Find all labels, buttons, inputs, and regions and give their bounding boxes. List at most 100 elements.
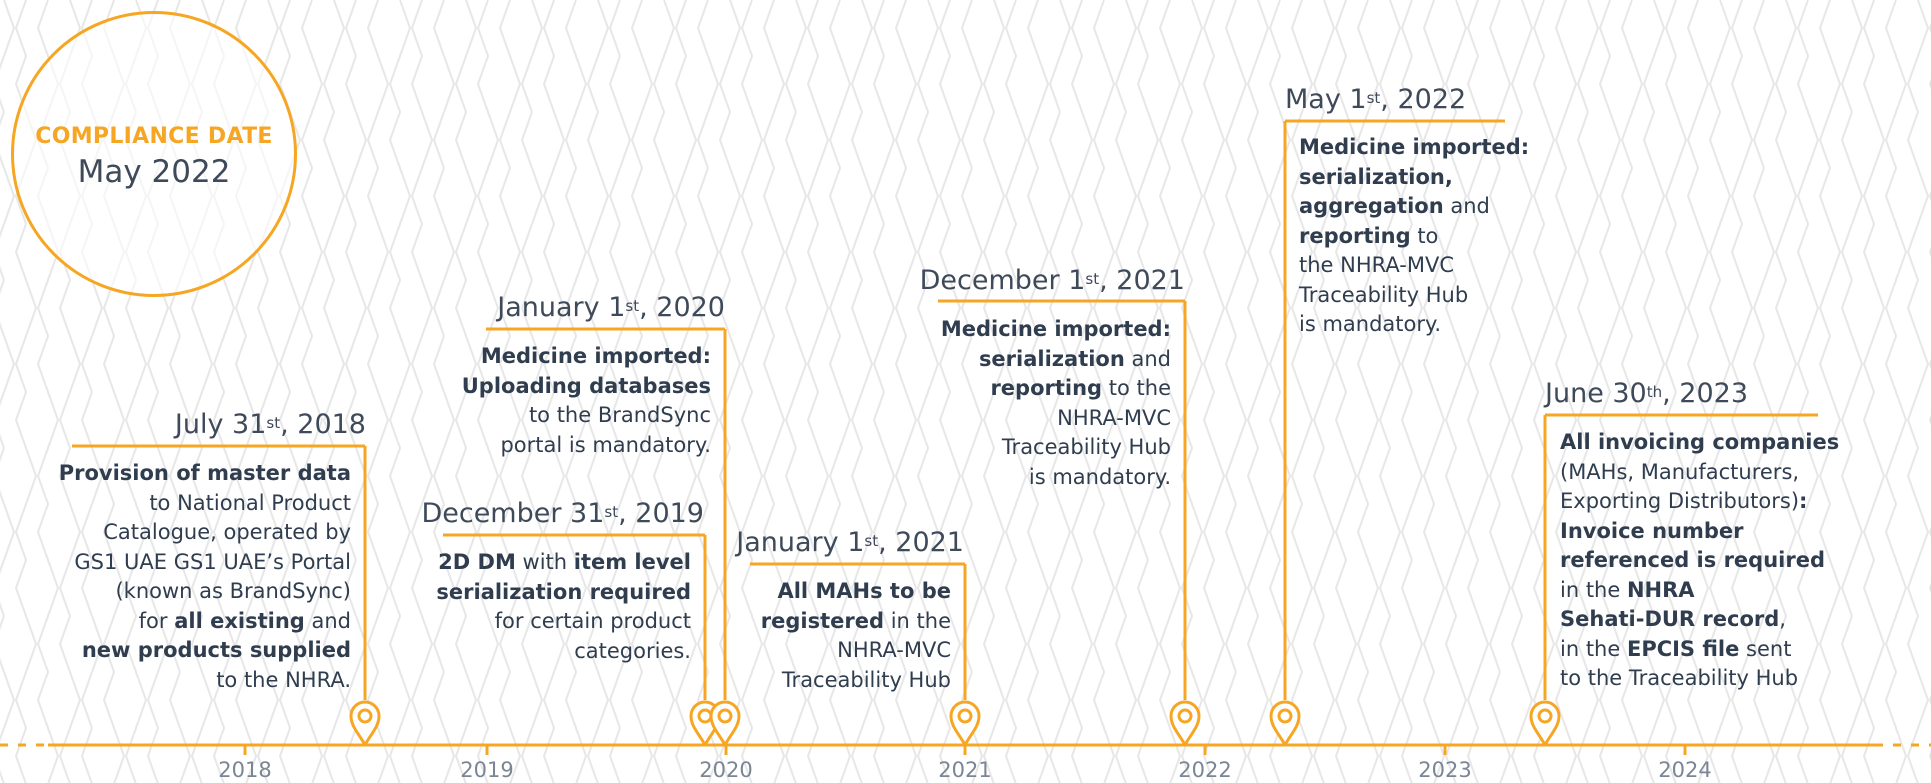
description-bold-text: All invoicing companies	[1560, 430, 1840, 454]
description-text: Traceability Hub	[1001, 435, 1171, 459]
description-bold-text: All MAHs to be	[777, 579, 951, 603]
pattern-line	[1202, 0, 1226, 783]
pattern-line	[938, 0, 962, 783]
milestone-date-suffix: st	[625, 297, 640, 315]
pattern-line	[1158, 0, 1182, 783]
description-bold-text: EPCIS file	[1626, 636, 1740, 661]
description-bold-text: new products supplied	[81, 638, 351, 662]
pattern-line	[278, 0, 302, 783]
description-text: to the	[1102, 376, 1171, 400]
pattern-line	[1290, 0, 1314, 783]
description-bold-text: Provision of master data	[58, 461, 351, 485]
milestone-date-2018-07-31: July 31st, 2018	[175, 409, 366, 441]
description-text: sent	[1739, 636, 1792, 661]
milestone-date-year: , 2018	[280, 409, 366, 440]
description-bold-text: reporting	[990, 376, 1103, 400]
description-text: in the	[1560, 577, 1627, 602]
location-pin-icon	[709, 700, 741, 747]
milestone-date-year: , 2021	[878, 527, 964, 558]
pattern-line	[1862, 0, 1886, 783]
location-pin-dot	[957, 708, 973, 724]
description-bold-text: reporting	[1299, 223, 1411, 248]
description-text: Catalogue, operated by	[103, 520, 351, 544]
description-bold-text: serialization required	[436, 579, 691, 604]
location-pin-dot	[1177, 708, 1193, 724]
pattern-line	[1708, 0, 1732, 783]
pattern-line	[674, 0, 698, 783]
location-pin-dot	[357, 708, 373, 724]
milestone-date-2021-01-01: January 1st, 2021	[736, 527, 964, 559]
pattern-line	[410, 0, 434, 783]
description-text: is mandatory.	[1028, 464, 1171, 489]
milestone-date-text: December 1	[919, 265, 1086, 296]
pattern-line	[740, 0, 764, 783]
description-bold-text: NHRA	[1626, 577, 1695, 602]
pattern-line	[1642, 0, 1666, 783]
description-text: to the BrandSync	[528, 403, 711, 427]
milestone-date-2020-01-01: January 1st, 2020	[497, 292, 725, 324]
description-text: to the NHRA.	[216, 667, 351, 692]
description-bold-text: Medicine imported:	[940, 317, 1171, 341]
pattern-line	[454, 0, 478, 783]
description-text: NHRA-MVC	[1057, 405, 1171, 430]
location-pin-dot	[1537, 708, 1553, 724]
pattern-line	[1884, 0, 1908, 783]
milestone-date-suffix: st	[864, 532, 879, 550]
description-text: to	[1410, 223, 1439, 248]
pattern-line	[322, 0, 346, 783]
pattern-line	[1356, 0, 1380, 783]
pattern-line	[1906, 0, 1930, 783]
description-text: for certain product	[494, 609, 691, 633]
description-text: and	[304, 608, 351, 633]
pattern-line	[1686, 0, 1710, 783]
location-pin-icon	[349, 700, 381, 747]
pattern-line	[1224, 0, 1248, 783]
pattern-line	[498, 0, 522, 783]
milestone-date-text: May 1	[1285, 84, 1367, 115]
milestone-date-text: January 1	[497, 292, 626, 323]
milestone-desc-2022-05-01: Medicine imported:serialization,aggregat…	[1299, 133, 1529, 340]
pattern-line	[982, 0, 1006, 783]
description-bold-text: 2D DM	[438, 550, 516, 574]
year-label-2019: 2019	[460, 758, 514, 782]
pattern-line	[1378, 0, 1402, 783]
pattern-line	[1488, 0, 1512, 783]
description-text: and	[1124, 346, 1171, 371]
pattern-line	[1136, 0, 1160, 783]
pattern-line	[1576, 0, 1600, 783]
milestone-date-year: , 2019	[618, 498, 704, 529]
milestone-desc-2023-06-30: All invoicing companies(MAHs, Manufactur…	[1560, 428, 1839, 694]
pattern-line	[1048, 0, 1072, 783]
compliance-date-label: COMPLIANCE DATE	[35, 124, 273, 149]
location-pin-dot	[1277, 708, 1293, 724]
description-bold-text: Invoice number	[1560, 518, 1744, 543]
description-text: NHRA-MVC	[837, 638, 951, 662]
pattern-line	[1004, 0, 1028, 783]
compliance-date-value: May 2022	[77, 154, 231, 190]
description-text: (known as BrandSync)	[115, 579, 351, 603]
description-text: to the Traceability Hub	[1560, 666, 1799, 690]
pattern-line	[1422, 0, 1446, 783]
milestone-date-2021-12-01: December 1st, 2021	[920, 265, 1185, 297]
milestone-date-year: , 2023	[1662, 378, 1749, 409]
pattern-line	[718, 0, 742, 783]
milestone-date-year: , 2020	[639, 292, 725, 323]
description-bold-text: referenced is required	[1560, 548, 1825, 572]
description-bold-text: Medicine imported:	[480, 344, 711, 368]
pattern-line	[916, 0, 940, 783]
year-label-2022: 2022	[1178, 758, 1232, 782]
description-text: in the	[884, 608, 951, 633]
pattern-line	[0, 0, 16, 783]
milestone-date-suffix: st	[604, 503, 619, 521]
pattern-line	[1510, 0, 1534, 783]
pattern-line	[1840, 0, 1864, 783]
year-label-2021: 2021	[938, 758, 992, 782]
location-pin-dot	[717, 708, 733, 724]
milestone-date-year: , 2021	[1099, 265, 1185, 296]
pattern-line	[1070, 0, 1094, 783]
